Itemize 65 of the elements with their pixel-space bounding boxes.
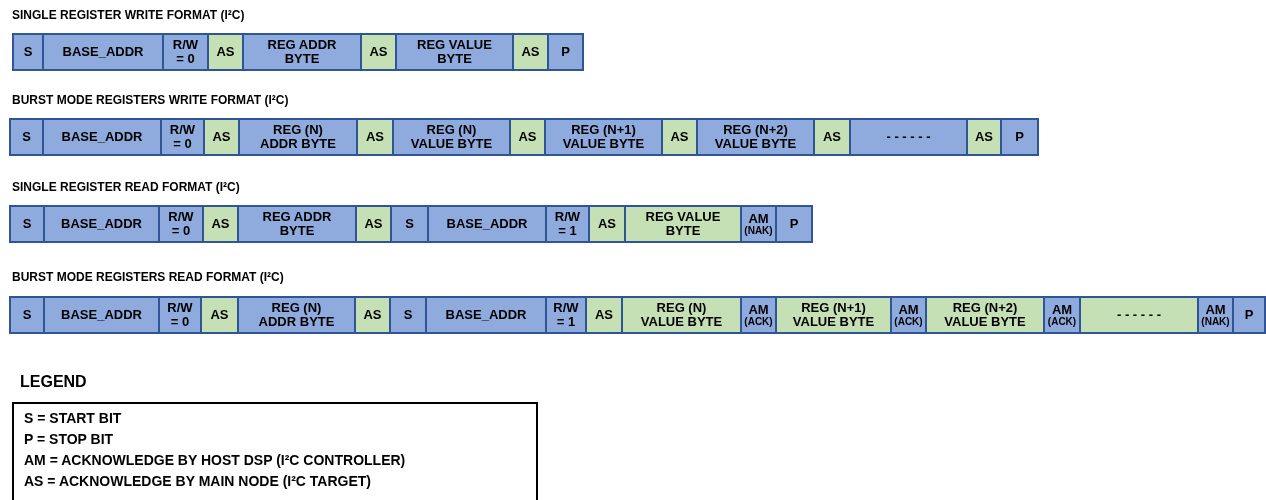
legend-heading: LEGEND — [20, 372, 88, 392]
bit-field-cell: AM (ACK) — [890, 296, 927, 334]
bit-field-cell: R/W = 0 — [162, 33, 209, 71]
bit-field-cell: S — [12, 33, 44, 71]
bit-field-cell: P — [1000, 118, 1039, 156]
bit-field-cell: BASE_ADDR — [425, 296, 547, 334]
legend-entry: P = STOP BIT — [24, 430, 115, 449]
acknowledge-field-cell: AS — [588, 205, 626, 243]
bit-field-cell: AM (NAK) — [1197, 296, 1234, 334]
bit-field-cell: REG ADDR BYTE — [237, 205, 357, 243]
bit-field-cell: REG (N) ADDR BYTE — [238, 118, 358, 156]
bit-field-cell: REG (N+2) VALUE BYTE — [696, 118, 815, 156]
bit-field-cell: - - - - - - — [849, 118, 968, 156]
bit-field-cell: REG (N+1) VALUE BYTE — [544, 118, 663, 156]
acknowledge-field-cell: AS — [355, 205, 392, 243]
bit-field-cell: AM (NAK) — [740, 205, 777, 243]
acknowledge-field-cell: - - - - - - — [1079, 296, 1199, 334]
bit-field-cell: AM (ACK) — [1043, 296, 1081, 334]
acknowledge-field-cell: AS — [207, 33, 244, 71]
acknowledge-field-cell: REG VALUE BYTE — [624, 205, 742, 243]
bit-field-cell: S — [9, 205, 45, 243]
bit-field-cell: P — [1232, 296, 1266, 334]
bit-field-cell: AM (ACK) — [740, 296, 777, 334]
legend-entry: AS = ACKNOWLEDGE BY MAIN NODE (I²C TARGET) — [24, 472, 373, 491]
acknowledge-field-cell: AS — [200, 296, 239, 334]
acknowledge-field-cell: AS — [202, 205, 239, 243]
acknowledge-field-cell: REG (N+1) VALUE BYTE — [775, 296, 892, 334]
acknowledge-field-cell: AS — [509, 118, 546, 156]
bit-field-cell: REG ADDR BYTE — [242, 33, 362, 71]
bit-field-cell: S — [390, 205, 429, 243]
acknowledge-field-cell: AS — [356, 118, 394, 156]
acknowledge-field-cell: AS — [512, 33, 549, 71]
bit-field-cell: P — [775, 205, 813, 243]
bit-field-cell: R/W = 1 — [545, 205, 590, 243]
acknowledge-field-cell: AS — [585, 296, 623, 334]
acknowledge-field-cell: AS — [813, 118, 851, 156]
bit-field-cell: REG (N) ADDR BYTE — [237, 296, 356, 334]
format-title: BURST MODE REGISTERS READ FORMAT (I²C) — [12, 269, 284, 286]
acknowledge-field-cell: AS — [966, 118, 1002, 156]
bit-field-cell: S — [9, 118, 44, 156]
acknowledge-field-cell: AS — [354, 296, 391, 334]
bit-field-cell: BASE_ADDR — [43, 205, 160, 243]
bit-field-cell: REG (N) VALUE BYTE — [392, 118, 511, 156]
format-title: BURST MODE REGISTERS WRITE FORMAT (I²C) — [12, 92, 289, 109]
bit-field-cell: S — [389, 296, 427, 334]
acknowledge-field-cell: AS — [360, 33, 397, 71]
bit-field-cell: R/W = 0 — [158, 205, 204, 243]
acknowledge-field-cell: AS — [661, 118, 698, 156]
acknowledge-field-cell: REG (N+2) VALUE BYTE — [925, 296, 1045, 334]
acknowledge-field-cell: REG (N) VALUE BYTE — [621, 296, 742, 334]
bit-field-cell: P — [547, 33, 584, 71]
bit-field-cell: BASE_ADDR — [42, 118, 162, 156]
legend-entry: AM = ACKNOWLEDGE BY HOST DSP (I²C CONTROLLER) — [24, 451, 407, 470]
bit-field-cell: BASE_ADDR — [43, 296, 160, 334]
bit-field-cell: R/W = 0 — [158, 296, 202, 334]
bit-field-cell: REG VALUE BYTE — [395, 33, 514, 71]
bit-field-cell: BASE_ADDR — [427, 205, 547, 243]
bit-field-cell: R/W = 1 — [545, 296, 587, 334]
acknowledge-field-cell: AS — [203, 118, 240, 156]
bit-field-cell: BASE_ADDR — [42, 33, 164, 71]
bit-field-cell: S — [9, 296, 45, 334]
format-title: SINGLE REGISTER WRITE FORMAT (I²C) — [12, 7, 245, 24]
format-title: SINGLE REGISTER READ FORMAT (I²C) — [12, 179, 240, 196]
legend-entry: S = START BIT — [24, 409, 123, 428]
bit-field-cell: R/W = 0 — [160, 118, 205, 156]
